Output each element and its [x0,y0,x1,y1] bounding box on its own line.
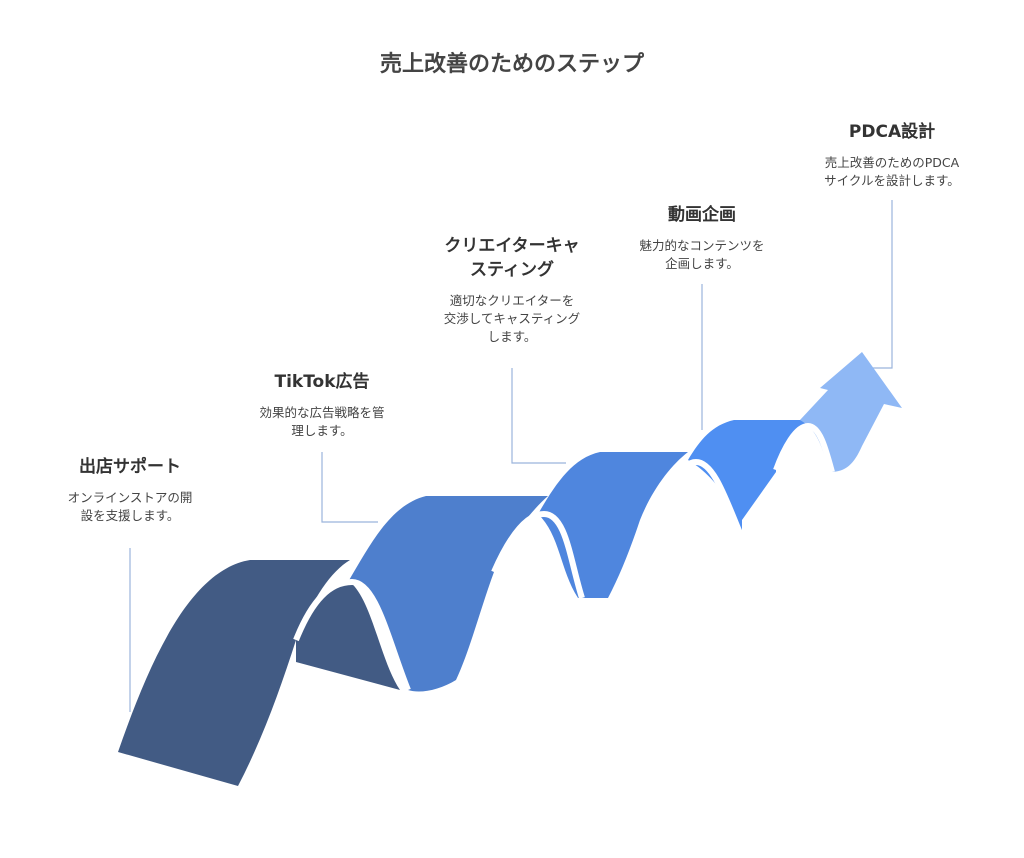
step-3-description: 適切なクリエイターを 交渉してキャスティング します。 [412,292,612,346]
step-5: PDCA設計 売上改善のためのPDCA サイクルを設計します。 [802,120,982,190]
step-3-desc-line2: 交渉してキャスティング [443,311,581,326]
step-2: TikTok広告 効果的な広告戦略を管 理します。 [232,370,412,440]
step-2-description: 効果的な広告戦略を管 理します。 [232,404,412,440]
ribbon-step5 [800,352,902,472]
diagram-title: 売上改善のためのステップ [379,52,644,77]
ribbon-step3 [538,452,688,598]
ribbon-gap-3 [657,458,745,540]
ribbon-gap-2 [491,510,585,599]
step-1-desc-line1: オンラインストアの開 [67,490,193,505]
ribbon-step1 [118,560,400,786]
step-3-desc-line3: します。 [487,329,537,344]
step-2-desc-line2: 理します。 [291,423,353,438]
step-1-title: 出店サポート [79,457,181,477]
step-4-desc-line2: 企画します。 [665,256,739,271]
step-3-title: クリエイターキャ スティング [412,234,612,282]
step-4-desc-line1: 魅力的なコンテンツを [639,238,765,253]
step-5-description: 売上改善のためのPDCA サイクルを設計します。 [802,154,982,190]
ribbon-step4 [688,420,810,538]
connector-line-step3 [511,368,566,464]
step-3: クリエイターキャ スティング 適切なクリエイターを 交渉してキャスティング しま… [412,234,612,346]
step-2-title: TikTok広告 [274,372,370,392]
step-1-desc-line2: 設を支援します。 [80,508,180,523]
step-4: 動画企画 魅力的なコンテンツを 企画します。 [612,203,792,273]
step-4-title: 動画企画 [668,205,736,225]
connector-line-step5 [868,200,893,369]
step-1: 出店サポート オンラインストアの開 設を支援します。 [40,455,220,525]
step-3-desc-line1: 適切なクリエイターを [449,293,575,308]
ribbon-step2 [348,496,548,692]
step-1-description: オンラインストアの開 設を支援します。 [40,489,220,525]
ribbon-gap-4 [773,422,835,473]
step-5-desc-line1: 売上改善のためのPDCA [824,155,960,170]
step-5-title: PDCA設計 [848,122,936,142]
step-3-title-line1: クリエイターキャ [444,236,580,256]
step-2-desc-line1: 効果的な広告戦略を管 [259,405,385,420]
step-5-desc-line2: サイクルを設計します。 [824,173,960,188]
step-3-title-line2: スティング [470,260,554,280]
ribbon-gap-1 [293,578,411,692]
step-4-description: 魅力的なコンテンツを 企画します。 [612,237,792,273]
connector-line-step2 [321,452,378,523]
